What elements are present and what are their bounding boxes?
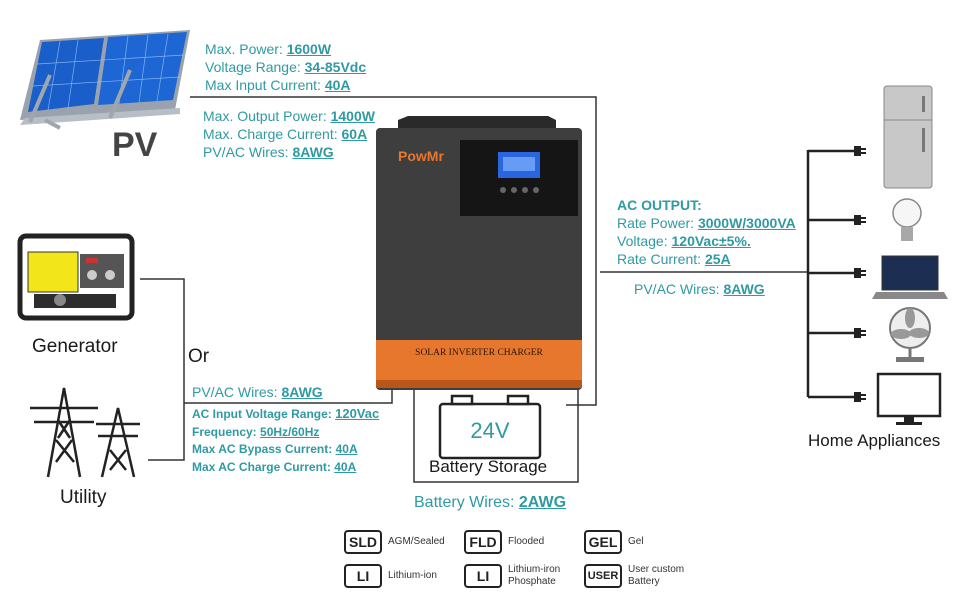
generator-wire: [140, 278, 185, 461]
refrigerator-icon: [883, 85, 933, 189]
power-tower-icon: [30, 387, 140, 478]
generator-icon: [17, 233, 135, 321]
inverter-unit: [376, 116, 582, 390]
battery-type-text: Flooded: [508, 536, 545, 547]
pv-wire: [190, 96, 597, 406]
battery-type-badge: GEL: [584, 530, 622, 554]
or-label: Or: [188, 346, 210, 367]
battery-label: Battery Storage: [429, 457, 548, 476]
battery-type-badge: SLD: [344, 530, 382, 554]
ac-spec-voltage: Voltage: 120Vac±5%.: [617, 233, 751, 249]
generator-label: Generator: [32, 336, 118, 357]
battery-type-text: User custom Battery: [628, 564, 685, 587]
laptop-icon: [872, 255, 948, 299]
input-wire: [184, 385, 393, 404]
battery-type-text: Gel: [628, 536, 644, 547]
pv-spec-max-power: Max. Power: 1600W: [205, 41, 332, 57]
pv-spec-max-input-current: Max Input Current: 40A: [205, 77, 351, 93]
plug-icons: [854, 146, 866, 402]
ac-output-heading: AC OUTPUT:: [617, 197, 702, 213]
ac-output-specs: AC OUTPUT: Rate Power: 3000W/3000VA Volt…: [617, 196, 796, 268]
input-specs: AC Input Voltage Range: 120Vac Frequency…: [192, 405, 379, 476]
pv-specs: Max. Power: 1600W Voltage Range: 34-85Vd…: [205, 40, 366, 94]
battery-type-text: AGM/Sealed: [388, 536, 445, 547]
battery-type-text: Lithium-ion: [388, 570, 437, 581]
battery-type-badge: USER: [584, 564, 622, 588]
battery-type-text: Lithium-iron Phosphate: [508, 564, 561, 587]
input-spec-voltage-range: AC Input Voltage Range: 120Vac: [192, 406, 380, 421]
appliance-branch-lines: [808, 149, 856, 399]
input-wires: PV/AC Wires: 8AWG: [192, 384, 323, 400]
charge-spec-charge-current: Max. Charge Current: 60A: [203, 126, 368, 142]
inverter-brand: PowMr: [398, 148, 444, 164]
battery-type-badge: FLD: [464, 530, 502, 554]
battery-wires: Battery Wires: 2AWG: [414, 494, 567, 511]
utility-label: Utility: [60, 487, 107, 508]
battery-wire: [413, 385, 579, 483]
input-spec-bypass-current: Max AC Bypass Current: 40A: [192, 442, 358, 456]
pv-label: PV: [112, 126, 158, 164]
ac-spec-rate-power: Rate Power: 3000W/3000VA: [617, 215, 796, 231]
fan-icon: [889, 307, 931, 362]
charge-spec-wires: PV/AC Wires: 8AWG: [203, 144, 334, 160]
home-appliances-label: Home Appliances: [808, 431, 941, 450]
input-spec-frequency: Frequency: 50Hz/60Hz: [192, 424, 320, 439]
ac-output-wires: PV/AC Wires: 8AWG: [634, 281, 765, 297]
charge-specs: Max. Output Power: 1400W Max. Charge Cur…: [203, 107, 375, 161]
ac-spec-rate-current: Rate Current: 25A: [617, 251, 731, 267]
pv-spec-voltage-range: Voltage Range: 34-85Vdc: [205, 59, 367, 75]
light-bulb-icon: [892, 198, 922, 241]
monitor-icon: [876, 372, 942, 425]
battery-voltage: 24V: [470, 418, 510, 443]
solar-panel-icon: [20, 30, 190, 130]
inverter-band-text: SOLAR INVERTER CHARGER: [415, 348, 543, 358]
input-spec-charge-current: Max AC Charge Current: 40A: [192, 459, 357, 474]
battery-type-badge: LI: [464, 564, 502, 588]
charge-spec-output-power: Max. Output Power: 1400W: [203, 108, 375, 124]
battery-icon: [438, 394, 542, 460]
battery-type-badge: LI: [344, 564, 382, 588]
